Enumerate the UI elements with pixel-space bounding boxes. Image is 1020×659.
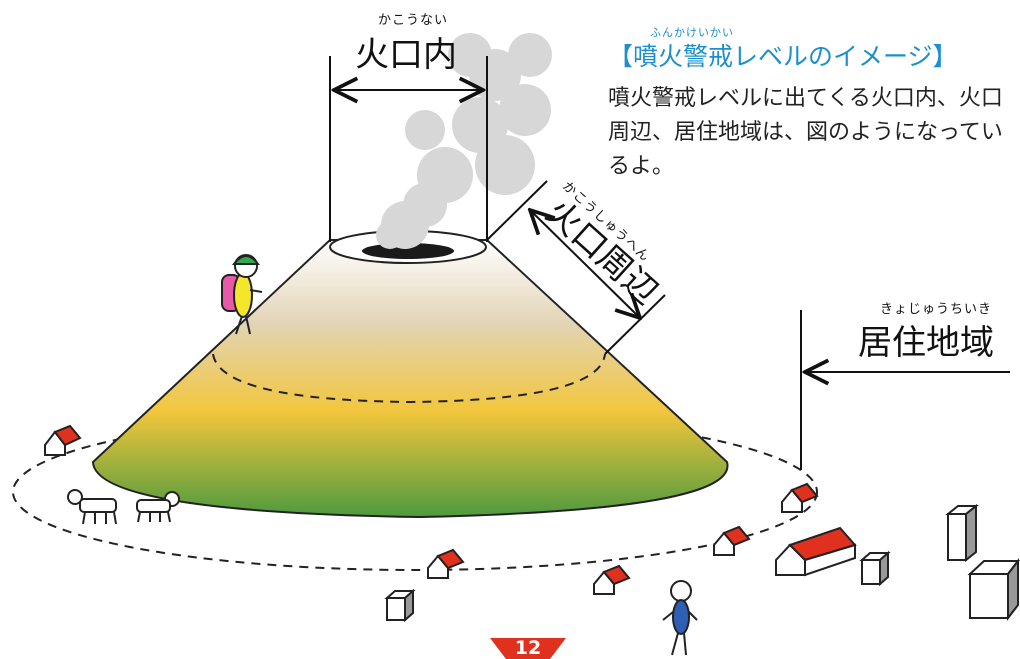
house-3 xyxy=(593,564,631,595)
building-2 xyxy=(859,550,891,587)
volcano-mountain xyxy=(91,239,729,519)
residential-label-ruby: きょじゅうちいき xyxy=(880,302,993,317)
house-4 xyxy=(713,525,751,556)
animal-2 xyxy=(136,491,180,523)
hiker-figure xyxy=(221,254,263,335)
crater-vicinity-arrow xyxy=(530,210,640,318)
house-5 xyxy=(781,482,819,513)
info-body: 噴火警戒レベルに出てくる火口内、火口周辺、居住地域は、図のようになっているよ。 xyxy=(608,86,1003,179)
person-figure xyxy=(662,580,698,656)
crater-label-ruby: かこうない xyxy=(378,13,449,28)
building-3 xyxy=(945,503,979,563)
house-large xyxy=(775,526,857,577)
crater-vicinity-boundary xyxy=(212,353,606,404)
house-1 xyxy=(44,424,82,456)
building-1 xyxy=(384,588,416,623)
crater-label: 火口内 xyxy=(355,35,457,75)
house-2 xyxy=(427,548,465,579)
page-badge xyxy=(490,638,566,659)
residential-boundary xyxy=(12,413,818,571)
residential-label: 居住地域 xyxy=(858,323,994,363)
info-title: 【噴火警戒レベルのイメージ】 xyxy=(608,42,958,71)
info-title-ruby: ふんかけいかい xyxy=(650,26,734,39)
page-number: 12 xyxy=(514,637,542,659)
building-4 xyxy=(967,558,1020,621)
smoke-cloud xyxy=(376,33,552,249)
animal-1 xyxy=(67,489,117,525)
